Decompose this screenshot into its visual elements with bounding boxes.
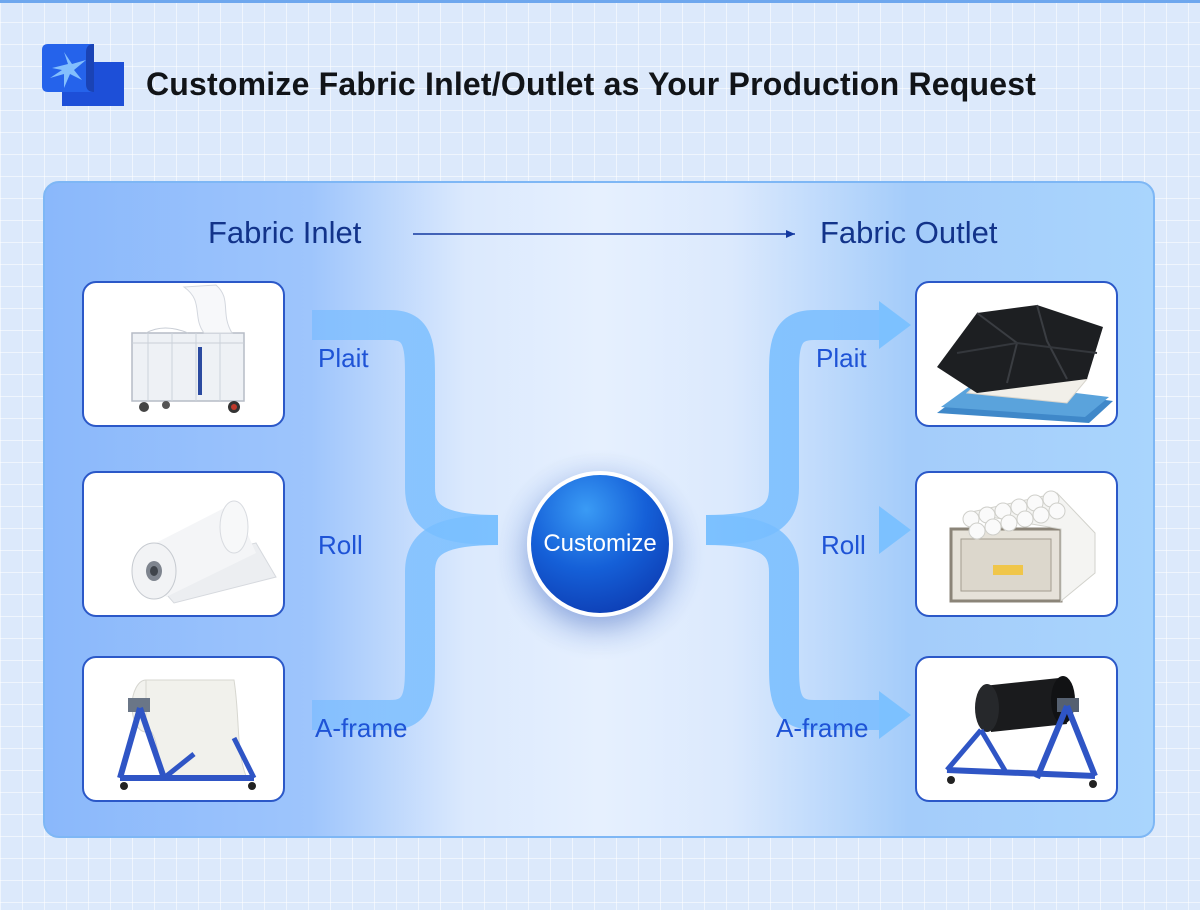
connector-graphics: [312, 230, 911, 739]
hub-label: Customize: [543, 530, 657, 557]
page-title: Customize Fabric Inlet/Outlet as Your Pr…: [146, 66, 1037, 102]
plait-trolley-image: [131, 284, 245, 413]
inlet-label-roll: Roll: [318, 530, 363, 560]
inlet-brace: [312, 310, 499, 730]
outlet-label-plait: Plait: [816, 343, 867, 373]
black-a-frame-image: [945, 676, 1098, 788]
black-plait-pallet-image: [937, 304, 1113, 423]
white-fabric-roll-image: [131, 500, 277, 604]
outlet-card-roll: [915, 471, 1118, 617]
outlet-card-a-frame: [915, 656, 1118, 802]
outlet-label-a-frame: A-frame: [776, 713, 869, 743]
inlet-title: Fabric Inlet: [208, 215, 362, 250]
white-a-frame-image: [117, 679, 257, 790]
outlet-brace: [705, 301, 911, 739]
customize-hub: Customize: [527, 471, 673, 617]
inlet-label-plait: Plait: [318, 343, 369, 373]
outlet-title: Fabric Outlet: [820, 215, 998, 250]
top-rule: [0, 0, 1200, 3]
inlet-card-plait: [82, 281, 285, 427]
diagram-panel: Fabric Inlet Fabric Outlet: [43, 181, 1155, 838]
inlet-card-a-frame: [82, 656, 285, 802]
outlet-label-roll: Roll: [821, 530, 866, 560]
white-roll-cage-image: [949, 490, 1096, 603]
inlet-card-roll: [82, 471, 285, 617]
inlet-label-a-frame: A-frame: [315, 713, 408, 743]
outlet-card-plait: [915, 281, 1118, 427]
fabric-roll-logo-icon: [42, 44, 124, 106]
